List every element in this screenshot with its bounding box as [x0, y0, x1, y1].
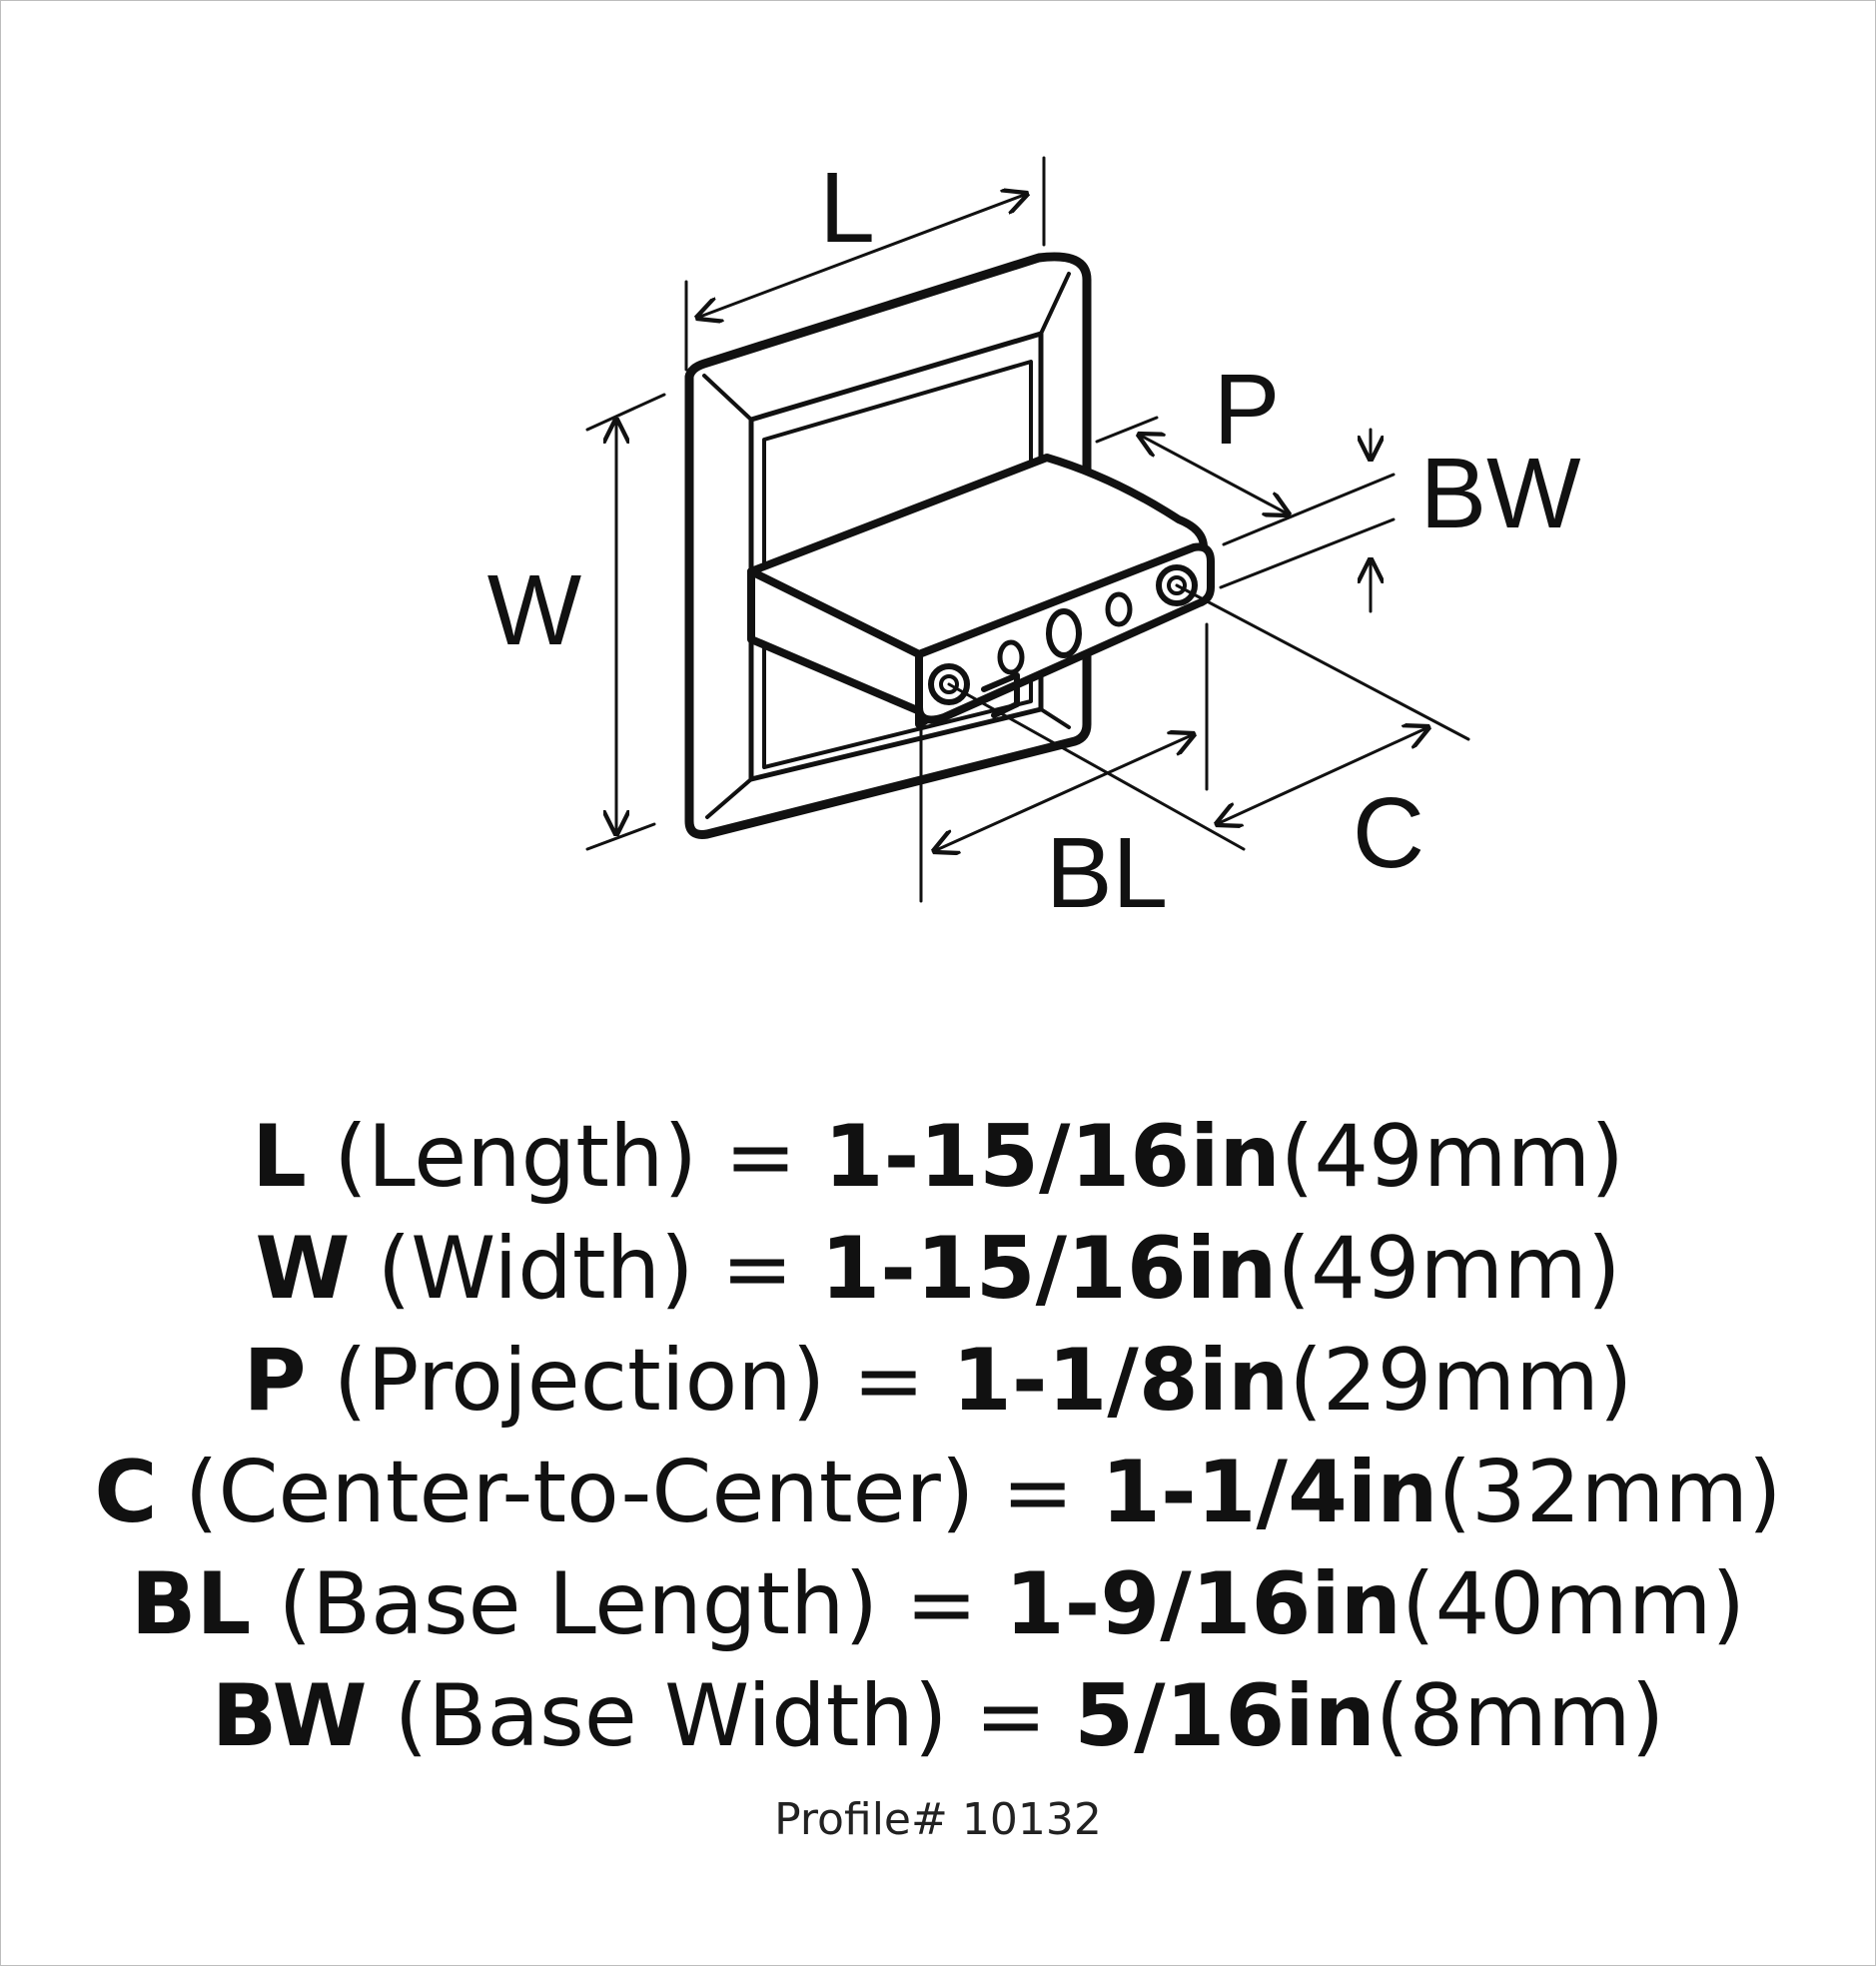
hole-end-left-outer — [928, 663, 970, 705]
spec-symbol: C — [94, 1443, 158, 1542]
label-W: W — [487, 554, 582, 666]
spec-imperial: 1-1/4in — [1101, 1443, 1438, 1542]
dimension-specs: L (Length) = 1-15/16in(49mm) W (Width) =… — [0, 1101, 1876, 1845]
spec-imperial: 1-15/16in — [820, 1219, 1278, 1319]
P-dimension-line — [1139, 435, 1289, 514]
label-L: L — [819, 152, 875, 264]
spec-length: L (Length) = 1-15/16in(49mm) — [0, 1101, 1876, 1213]
spec-base-length: BL (Base Length) = 1-9/16in(40mm) — [0, 1548, 1876, 1660]
spec-projection: P (Projection) = 1-1/8in(29mm) — [0, 1325, 1876, 1437]
backplate-recess — [762, 360, 1033, 769]
P-extension-back — [1095, 416, 1159, 444]
spec-width: W (Width) = 1-15/16in(49mm) — [0, 1213, 1876, 1325]
spec-description: (Width) — [377, 1219, 694, 1319]
BL-dimension-line — [934, 734, 1194, 851]
hardware-dimension-diagram: L W P BW C BL — [487, 152, 1581, 929]
spec-symbol: BL — [130, 1554, 252, 1654]
spec-metric: (49mm) — [1277, 1219, 1621, 1319]
spec-description: (Base Width) — [394, 1666, 948, 1766]
hook-base-tab — [981, 672, 1020, 718]
spec-symbol: P — [243, 1331, 307, 1431]
bevel-corner-tl — [702, 374, 753, 422]
profile-number: Profile# 10132 — [774, 1794, 1102, 1845]
L-dimension-line — [697, 194, 1027, 318]
hole-end-right-inner — [1167, 575, 1187, 595]
spec-symbol: W — [255, 1219, 351, 1319]
bevel-corner-tr — [1039, 272, 1071, 336]
hole-end-left-inner — [939, 674, 959, 694]
spec-description: (Length) — [334, 1107, 698, 1207]
BW-extension-top — [1222, 473, 1396, 546]
spec-equals: = — [852, 1331, 925, 1431]
hole-large — [1046, 608, 1082, 658]
hole-small-1 — [997, 639, 1025, 675]
hole-small-2 — [1105, 591, 1133, 627]
spec-metric: (8mm) — [1375, 1666, 1665, 1766]
spec-imperial: 1-1/8in — [952, 1331, 1290, 1431]
hole-end-right-outer — [1156, 564, 1198, 606]
spec-equals: = — [974, 1666, 1047, 1766]
spec-metric: (40mm) — [1402, 1554, 1746, 1654]
spec-imperial: 1-9/16in — [1004, 1554, 1403, 1654]
BW-extension-bottom — [1219, 517, 1396, 589]
spec-metric: (29mm) — [1289, 1331, 1633, 1431]
W-extension-bottom — [585, 822, 656, 851]
spec-equals: = — [721, 1219, 794, 1319]
label-BW: BW — [1419, 438, 1581, 549]
spec-base-width: BW (Base Width) = 5/16in(8mm) — [0, 1660, 1876, 1772]
C-dimension-line — [1217, 727, 1428, 824]
spec-metric: (49mm) — [1280, 1107, 1624, 1207]
C-extension-right — [1175, 583, 1470, 741]
spec-imperial: 5/16in — [1074, 1666, 1376, 1766]
spec-description: (Center-to-Center) — [184, 1443, 975, 1542]
spec-equals: = — [1001, 1443, 1074, 1542]
spec-metric: (32mm) — [1437, 1443, 1782, 1542]
spec-equals: = — [724, 1107, 797, 1207]
spec-symbol: L — [252, 1107, 307, 1207]
spec-imperial: 1-15/16in — [823, 1107, 1281, 1207]
spec-description: (Base Length) — [278, 1554, 879, 1654]
W-extension-top — [585, 393, 666, 432]
hook-front-face — [915, 542, 1215, 724]
label-BL: BL — [1046, 817, 1168, 929]
bevel-corner-bl — [705, 777, 753, 819]
bevel-corner-br — [1039, 707, 1071, 729]
spec-description: (Projection) — [333, 1331, 826, 1431]
spec-symbol: BW — [211, 1666, 368, 1766]
label-P: P — [1214, 354, 1281, 466]
label-C: C — [1353, 777, 1424, 889]
spec-center-to-center: C (Center-to-Center) = 1-1/4in(32mm) — [0, 1437, 1876, 1548]
spec-equals: = — [905, 1554, 978, 1654]
